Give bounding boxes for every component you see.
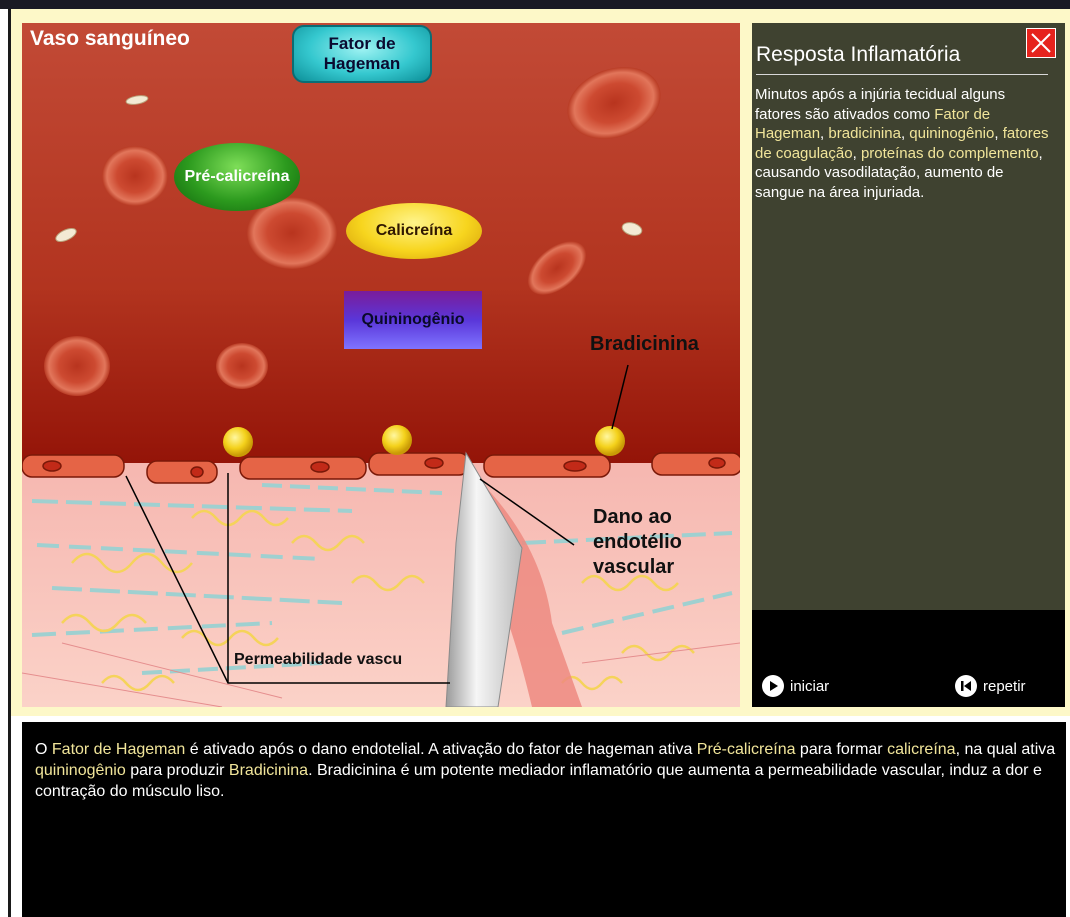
- repeat-button[interactable]: repetir: [955, 675, 1026, 697]
- explanation-segment: , na qual ativa: [956, 741, 1056, 758]
- blood-vessel-scene: Vaso sanguíneo Fator de Hageman Pré-cali…: [22, 23, 740, 707]
- explanation-segment: é ativado após o dano endotelial. A ativ…: [185, 741, 696, 758]
- scene-illustration: [22, 23, 740, 707]
- vascular-permeability-label: Permeabilidade vascu: [234, 651, 402, 669]
- hageman-factor-label: Fator de Hageman: [292, 25, 432, 83]
- highlight-term: bradicinina: [828, 125, 901, 142]
- panel-divider: [756, 74, 1048, 75]
- highlight-term: Pré-calicreína: [697, 741, 796, 758]
- explanation-panel: O Fator de Hageman é ativado após o dano…: [22, 722, 1066, 917]
- panel-text: ,: [853, 145, 861, 162]
- bradykinin-label: Bradicinina: [590, 333, 699, 356]
- start-label: iniciar: [790, 678, 829, 695]
- window-top-bar: [0, 0, 1070, 9]
- highlight-term: quininogênio: [909, 125, 994, 142]
- close-x-icon: [1027, 29, 1055, 57]
- explanation-segment: para produzir: [126, 762, 229, 779]
- tissue-layer: [22, 463, 740, 707]
- panel-title: Resposta Inflamatória: [756, 43, 960, 67]
- highlight-term: quininogênio: [35, 762, 126, 779]
- info-panel: Resposta Inflamatória Minutos após a inj…: [752, 23, 1065, 610]
- highlight-term: proteínas do complemento: [861, 145, 1039, 162]
- start-button[interactable]: iniciar: [762, 675, 829, 697]
- vessel-title: Vaso sanguíneo: [30, 27, 190, 51]
- highlight-term: Bradicinina: [229, 762, 308, 779]
- repeat-label: repetir: [983, 678, 1026, 695]
- panel-description: Minutos após a injúria tecidual alguns f…: [755, 85, 1055, 202]
- panel-text: ,: [994, 125, 1002, 142]
- close-button[interactable]: [1026, 28, 1056, 58]
- play-icon: [762, 675, 784, 697]
- highlight-term: calicreína: [887, 741, 955, 758]
- prekallikrein-label: Pré-calicreína: [174, 143, 300, 211]
- highlight-term: Fator de Hageman: [52, 741, 185, 758]
- explanation-segment: para formar: [795, 741, 887, 758]
- explanation-text: O Fator de Hageman é ativado após o dano…: [35, 739, 1060, 802]
- playback-controls: iniciar repetir: [752, 610, 1065, 707]
- skip-back-icon: [955, 675, 977, 697]
- explanation-segment: O: [35, 741, 52, 758]
- kallikrein-label: Calicreína: [346, 203, 482, 259]
- endothelial-damage-label: Dano ao endotélio vascular: [593, 505, 733, 580]
- kininogen-label: Quininogênio: [344, 291, 482, 349]
